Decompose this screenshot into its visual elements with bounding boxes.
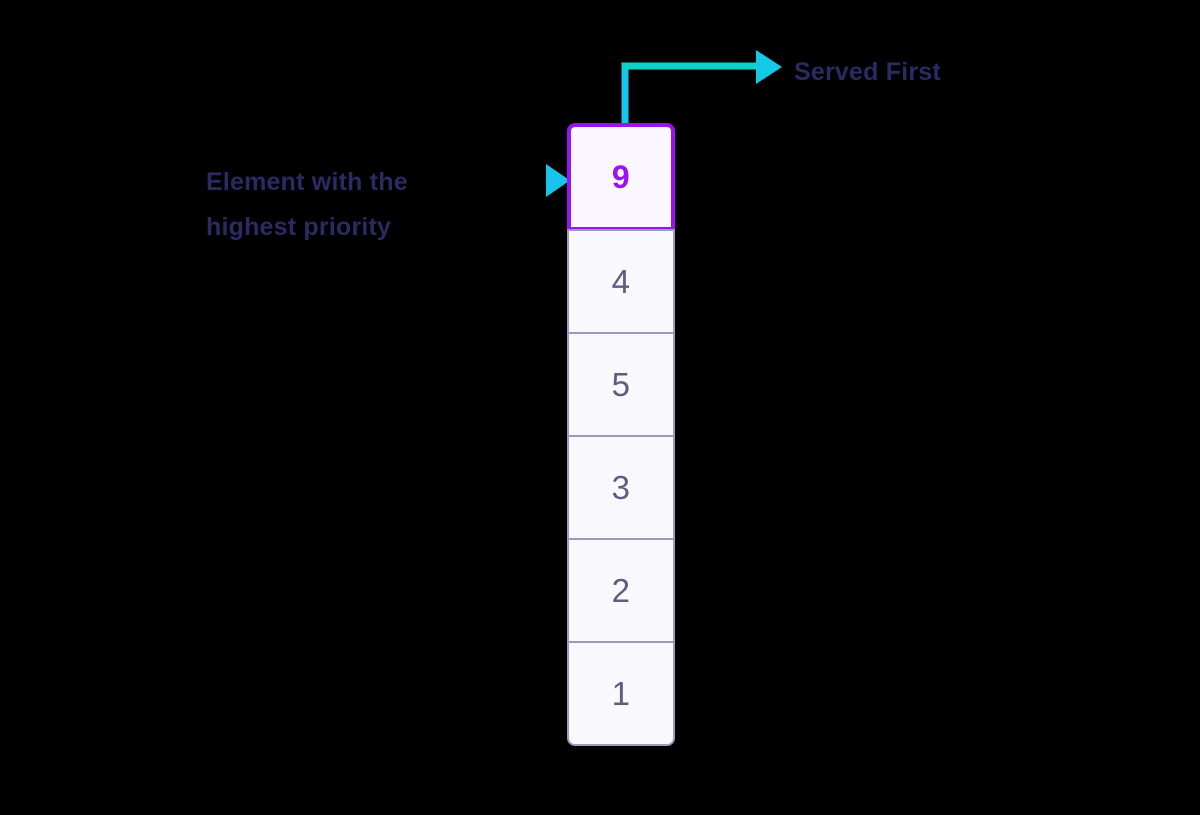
queue-cell-value: 5 xyxy=(611,366,631,403)
queue-cell-value: 1 xyxy=(611,675,631,712)
queue-cell-4: 4 xyxy=(567,229,675,334)
queue-cell-9: 9 xyxy=(567,123,675,231)
queue-cell-value: 9 xyxy=(611,159,631,195)
served-first-label: Served First xyxy=(794,58,941,86)
queue-cell-value: 2 xyxy=(611,572,631,609)
served-first-arrowhead xyxy=(756,50,782,84)
queue-cell-value: 3 xyxy=(611,469,631,506)
queue-cell-1: 1 xyxy=(567,641,675,746)
queue-cell-value: 4 xyxy=(611,263,631,300)
queue-cell-2: 2 xyxy=(567,538,675,643)
priority-queue-column: 9 4 5 3 2 1 xyxy=(567,123,675,757)
queue-cell-3: 3 xyxy=(567,435,675,540)
highest-priority-label: Element with the highest priority xyxy=(206,168,408,241)
highest-priority-arrow xyxy=(450,164,570,197)
queue-cell-5: 5 xyxy=(567,332,675,437)
served-first-arrow xyxy=(621,50,782,123)
